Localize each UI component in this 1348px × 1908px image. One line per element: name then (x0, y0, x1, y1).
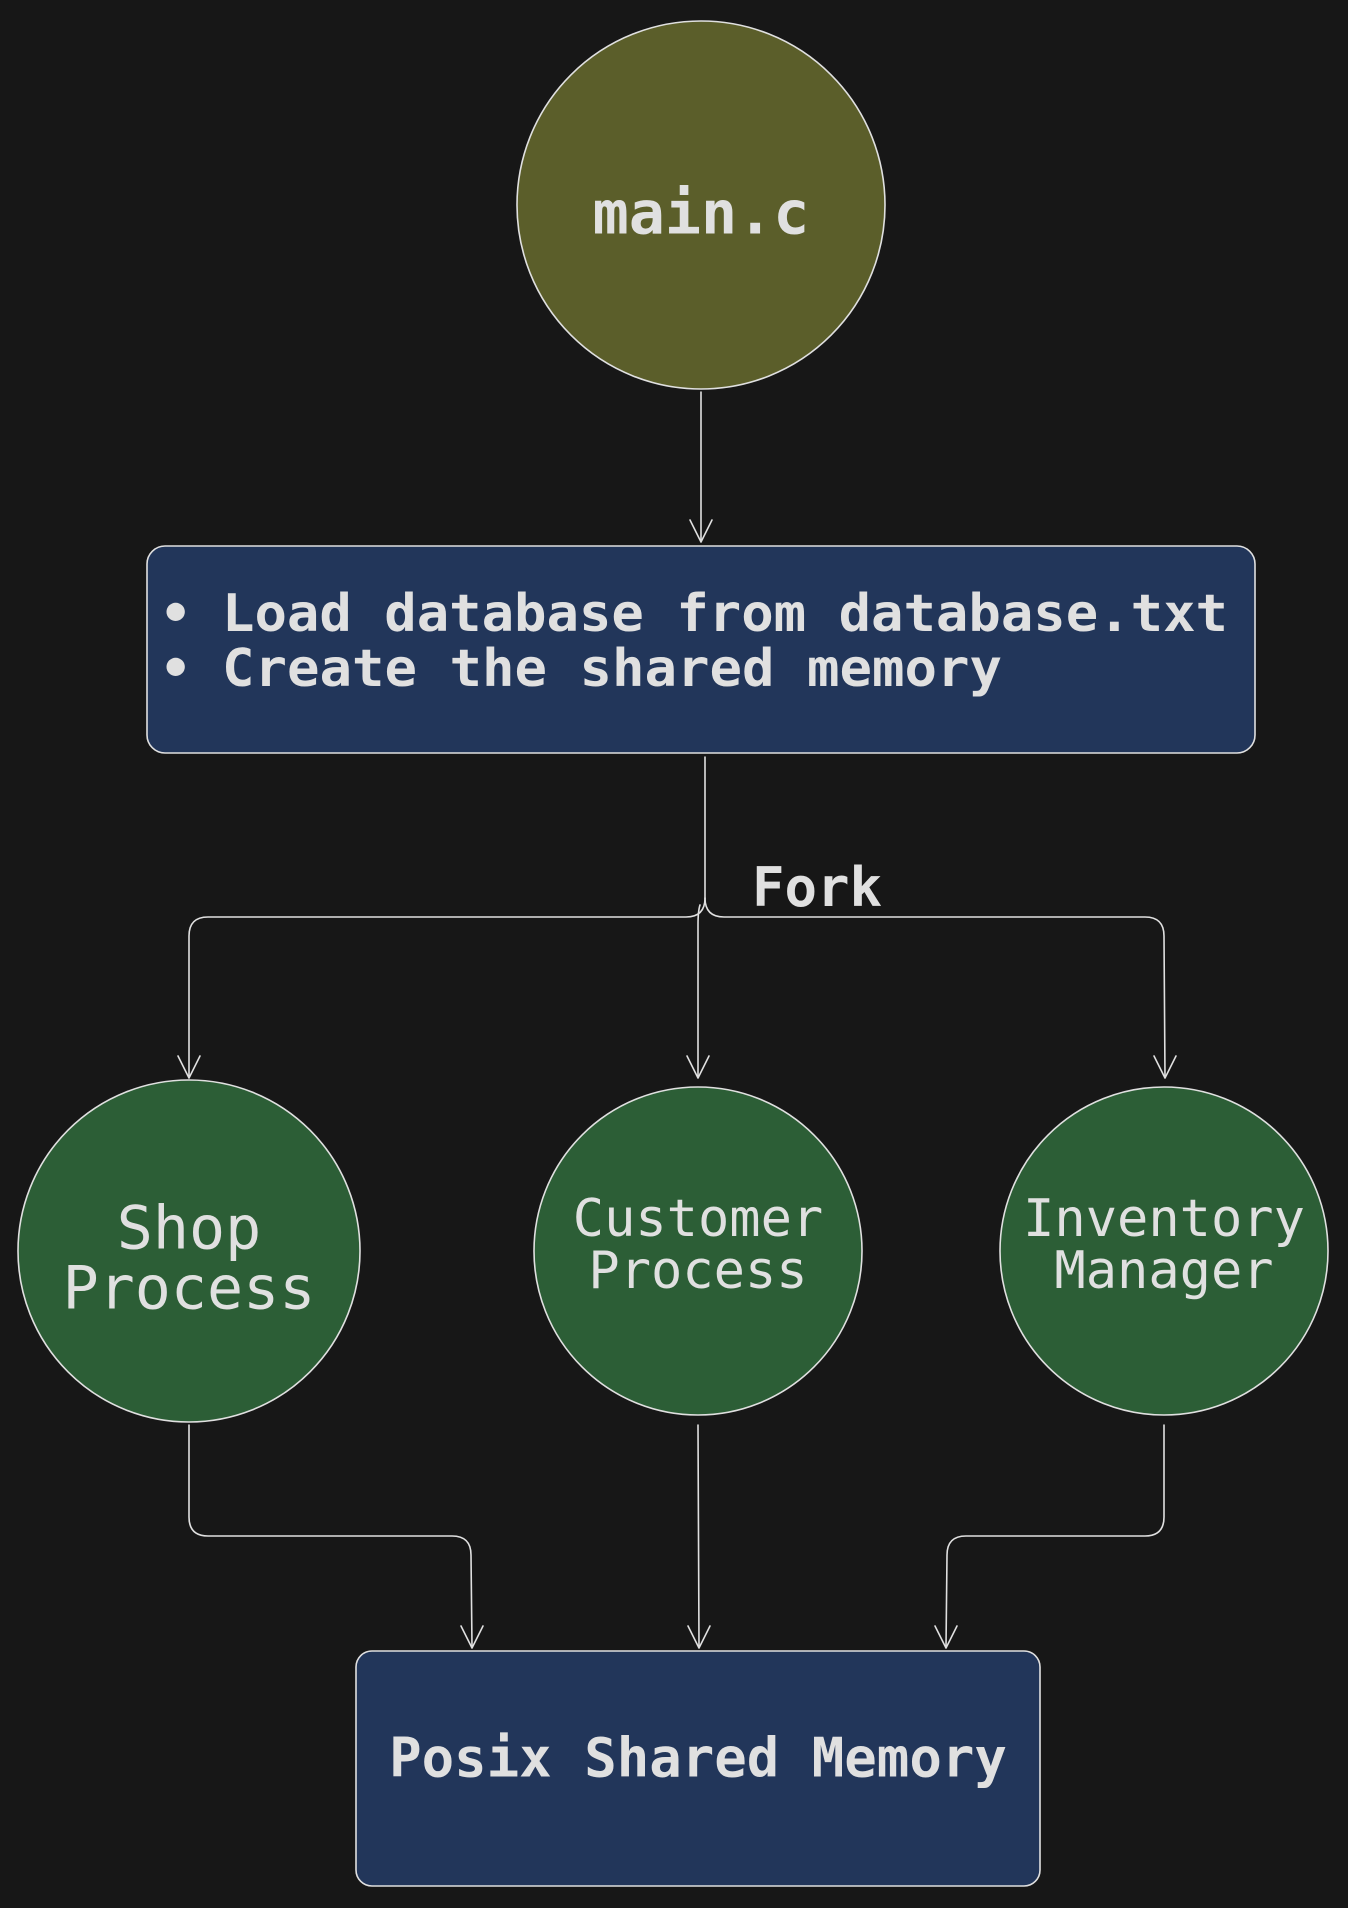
node-inventory-manager: Inventory Manager (999, 1086, 1329, 1416)
shop-node-label-line1: Shop (117, 1194, 262, 1264)
inventory-node-label-line1: Inventory (1023, 1189, 1305, 1249)
fork-label: Fork (752, 856, 882, 919)
edge-shop-to-memory (188, 1424, 473, 1648)
setup-item-load-database: Load database from database.txt (222, 584, 1228, 644)
node-shared-memory: Posix Shared Memory (355, 1650, 1041, 1887)
arrowhead-main-to-setup (689, 519, 713, 543)
arrowhead-customer-to-memory (687, 1625, 711, 1649)
shop-node-label-line2: Process (63, 1254, 316, 1324)
customer-node-circle (533, 1086, 863, 1416)
arrowhead-inventory-to-memory (934, 1625, 958, 1649)
edge-customer-to-memory (697, 1424, 700, 1648)
customer-node-label-line2: Process (588, 1241, 807, 1301)
shared-memory-label: Posix Shared Memory (389, 1727, 1007, 1790)
arrowhead-shop-to-memory (460, 1625, 484, 1649)
node-main: main.c (516, 20, 886, 390)
setup-item-create-shared-memory: Create the shared memory (222, 639, 1002, 699)
edges (177, 391, 1177, 1649)
setup-bullet-2: • (160, 639, 191, 699)
shared-memory-box (355, 1650, 1041, 1887)
edge-fork-to-shop (188, 897, 706, 1078)
inventory-node-circle (999, 1086, 1329, 1416)
edge-fork-to-inventory (704, 897, 1166, 1078)
node-shop-process: Shop Process (17, 1079, 361, 1423)
customer-node-label-line1: Customer (573, 1189, 823, 1249)
inventory-node-label-line2: Manager (1054, 1241, 1273, 1301)
main-node-label: main.c (593, 179, 810, 249)
arrowhead-fork-to-shop (177, 1055, 201, 1079)
arrowhead-fork-to-inventory (1153, 1055, 1177, 1079)
shop-node-circle (17, 1079, 361, 1423)
edge-fork-to-customer (697, 904, 701, 1078)
node-setup: • Load database from database.txt • Crea… (146, 545, 1256, 754)
arrowhead-fork-to-customer (686, 1055, 710, 1079)
edge-inventory-to-memory (945, 1424, 1165, 1648)
node-customer-process: Customer Process (533, 1086, 863, 1416)
main-node-circle (516, 20, 886, 390)
setup-bullet-1: • (160, 584, 191, 644)
setup-box (146, 545, 1256, 754)
